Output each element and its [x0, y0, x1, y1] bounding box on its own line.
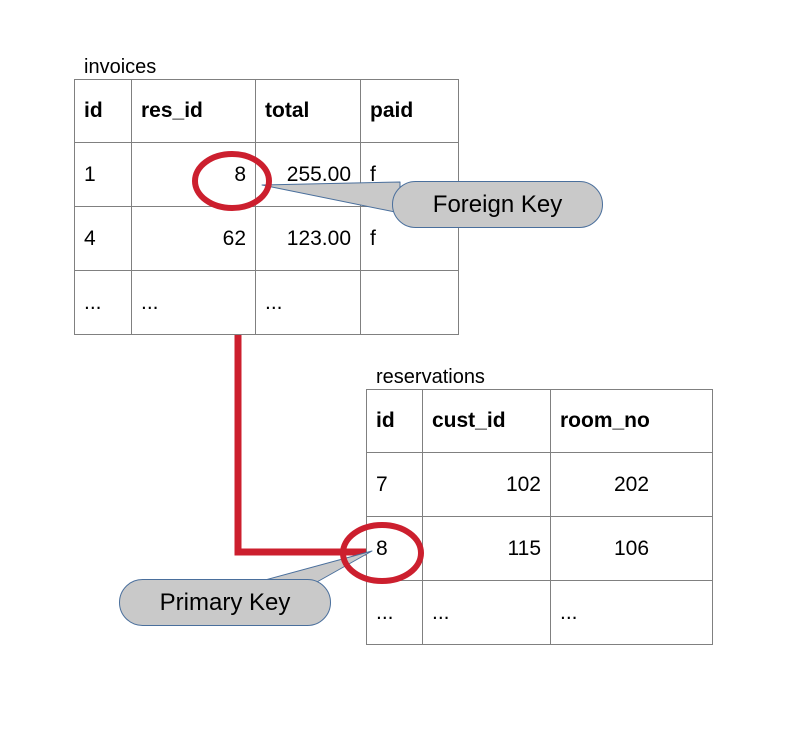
reservations-r2-id: ... [366, 580, 423, 645]
primary-key-highlight-ellipse [340, 522, 424, 584]
invoices-col-header-total: total [255, 79, 361, 143]
invoices-header-row: id res_id total paid [74, 79, 459, 143]
reservations-table-caption: reservations [376, 366, 485, 388]
reservations-table-block: reservations id cust_id room_no 7 102 20… [366, 365, 713, 645]
primary-key-callout-label: Primary Key [159, 588, 291, 616]
reservations-col-header-cust_id: cust_id [422, 389, 551, 453]
primary-key-callout: Primary Key [119, 579, 331, 626]
reservations-r1-cust_id: 115 [422, 516, 551, 581]
invoices-r1-total: 123.00 [255, 206, 361, 271]
invoices-col-header-paid: paid [360, 79, 459, 143]
foreign-key-callout-label: Foreign Key [432, 190, 563, 218]
table-row: ... ... ... [74, 270, 459, 335]
reservations-table: id cust_id room_no 7 102 202 8 115 106 .… [366, 389, 713, 645]
invoices-table-caption: invoices [84, 56, 157, 78]
foreign-key-callout-tail [261, 181, 401, 214]
invoices-r1-res_id: 62 [131, 206, 256, 271]
reservations-r0-room_no: 202 [550, 452, 713, 517]
reservations-col-header-id: id [366, 389, 423, 453]
invoices-col-header-res_id: res_id [131, 79, 256, 143]
table-row: 8 115 106 [366, 516, 713, 581]
reservations-r2-room_no: ... [550, 580, 713, 645]
reservations-r0-id: 7 [366, 452, 423, 517]
invoices-r2-paid [360, 270, 459, 335]
reservations-header-row: id cust_id room_no [366, 389, 713, 453]
reservations-col-header-room_no: room_no [550, 389, 713, 453]
invoices-r0-res_id: 8 [131, 142, 256, 207]
invoices-r0-id: 1 [74, 142, 132, 207]
reservations-r1-room_no: 106 [550, 516, 713, 581]
invoices-col-header-id: id [74, 79, 132, 143]
invoices-r2-id: ... [74, 270, 132, 335]
reservations-r0-cust_id: 102 [422, 452, 551, 517]
foreign-key-callout: Foreign Key [392, 181, 603, 228]
table-row: ... ... ... [366, 580, 713, 645]
invoices-r2-total: ... [255, 270, 361, 335]
foreign-key-highlight-ellipse [192, 151, 272, 211]
table-row: 7 102 202 [366, 452, 713, 517]
reservations-r2-cust_id: ... [422, 580, 551, 645]
invoices-r1-id: 4 [74, 206, 132, 271]
